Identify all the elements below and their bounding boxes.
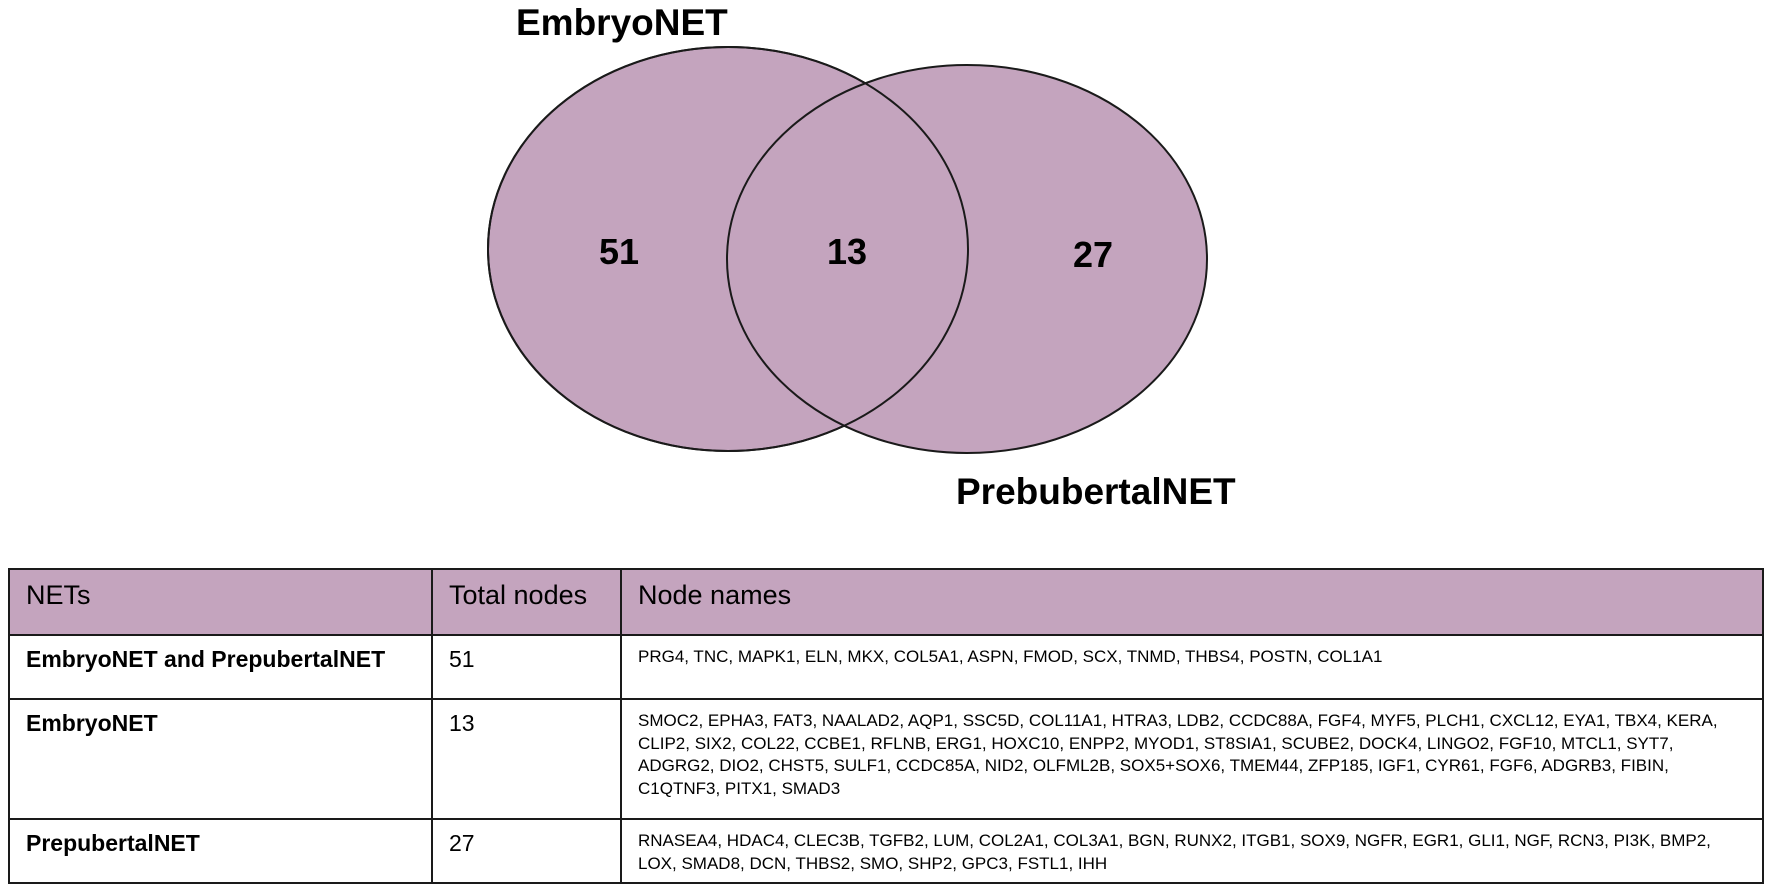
row-net-name: EmbryoNET [8,698,433,820]
row-node-names: RNASEA4, HDAC4, CLEC3B, TGFB2, LUM, COL2… [620,818,1764,884]
row-node-names: SMOC2, EPHA3, FAT3, NAALAD2, AQP1, SSC5D… [620,698,1764,820]
prebubertalnet-only-count: 27 [1073,234,1113,275]
row-net-name: PrepubertalNET [8,818,433,884]
row-node-names: PRG4, TNC, MAPK1, ELN, MKX, COL5A1, ASPN… [620,634,1764,700]
table-row: PrepubertalNET 27 RNASEA4, HDAC4, CLEC3B… [8,818,1764,884]
table-row: EmbryoNET 13 SMOC2, EPHA3, FAT3, NAALAD2… [8,698,1764,820]
row-total-nodes: 27 [431,818,622,884]
table-header-row: NETs Total nodes Node names [8,568,1764,636]
intersection-count: 13 [827,231,867,272]
row-net-name: EmbryoNET and PrepubertalNET [8,634,433,700]
table-row: EmbryoNET and PrepubertalNET 51 PRG4, TN… [8,634,1764,700]
set-label-prebubertalnet: PrebubertalNET [956,471,1236,512]
header-total-nodes: Total nodes [431,568,622,636]
venn-diagram: EmbryoNET PrebubertalNET 51 13 27 [487,2,1236,512]
header-node-names: Node names [620,568,1764,636]
set-label-embryonet: EmbryoNET [516,2,728,43]
embryonet-only-count: 51 [599,231,639,272]
row-total-nodes: 51 [431,634,622,700]
net-nodes-table: NETs Total nodes Node names EmbryoNET an… [8,568,1764,884]
header-nets: NETs [8,568,433,636]
embryonet-set-outline [487,46,969,452]
row-total-nodes: 13 [431,698,622,820]
